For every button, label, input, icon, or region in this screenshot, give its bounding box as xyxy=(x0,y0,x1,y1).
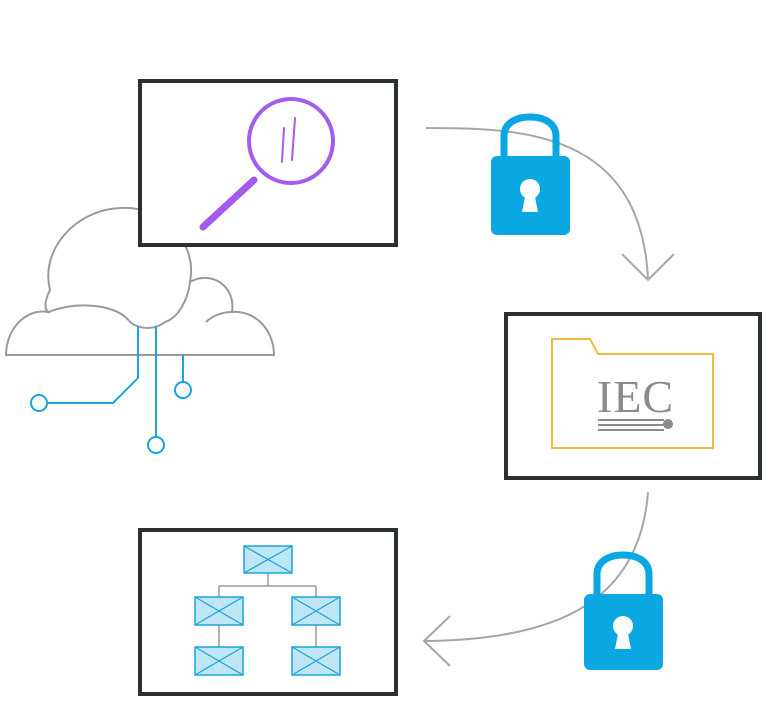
hierarchy-panel xyxy=(138,528,398,696)
cloud-inner-bump xyxy=(129,321,166,329)
circuit-node-middle xyxy=(147,436,165,454)
circuit-node-left xyxy=(30,394,48,412)
org-box-root xyxy=(243,545,293,574)
cloud-circuit-icon xyxy=(4,206,276,454)
hierarchy-chart-icon xyxy=(194,545,341,676)
org-box-right-child xyxy=(291,646,341,676)
iec-dot xyxy=(663,419,673,429)
flow-arrow-top xyxy=(425,127,675,282)
padlock-icon xyxy=(491,113,570,235)
circuit-line-left xyxy=(48,326,139,404)
magnifying-glass-icon xyxy=(199,97,335,231)
folder-icon xyxy=(551,338,714,449)
document-panel: IEC xyxy=(504,312,762,480)
analysis-panel xyxy=(138,79,398,247)
flow-arrow-bottom xyxy=(422,491,649,667)
iec-stamp-text: IEC xyxy=(597,371,674,422)
cloud-inner-curve-right2 xyxy=(205,311,233,323)
cloud-inner-curve-left xyxy=(47,304,131,323)
circuit-node-right xyxy=(174,381,192,399)
iec-underline xyxy=(598,419,664,431)
org-box-left xyxy=(194,596,244,626)
org-box-left-child xyxy=(194,646,244,676)
org-box-right xyxy=(291,596,341,626)
cloud-inner-curve-right xyxy=(164,281,191,323)
padlock-icon xyxy=(584,551,663,670)
